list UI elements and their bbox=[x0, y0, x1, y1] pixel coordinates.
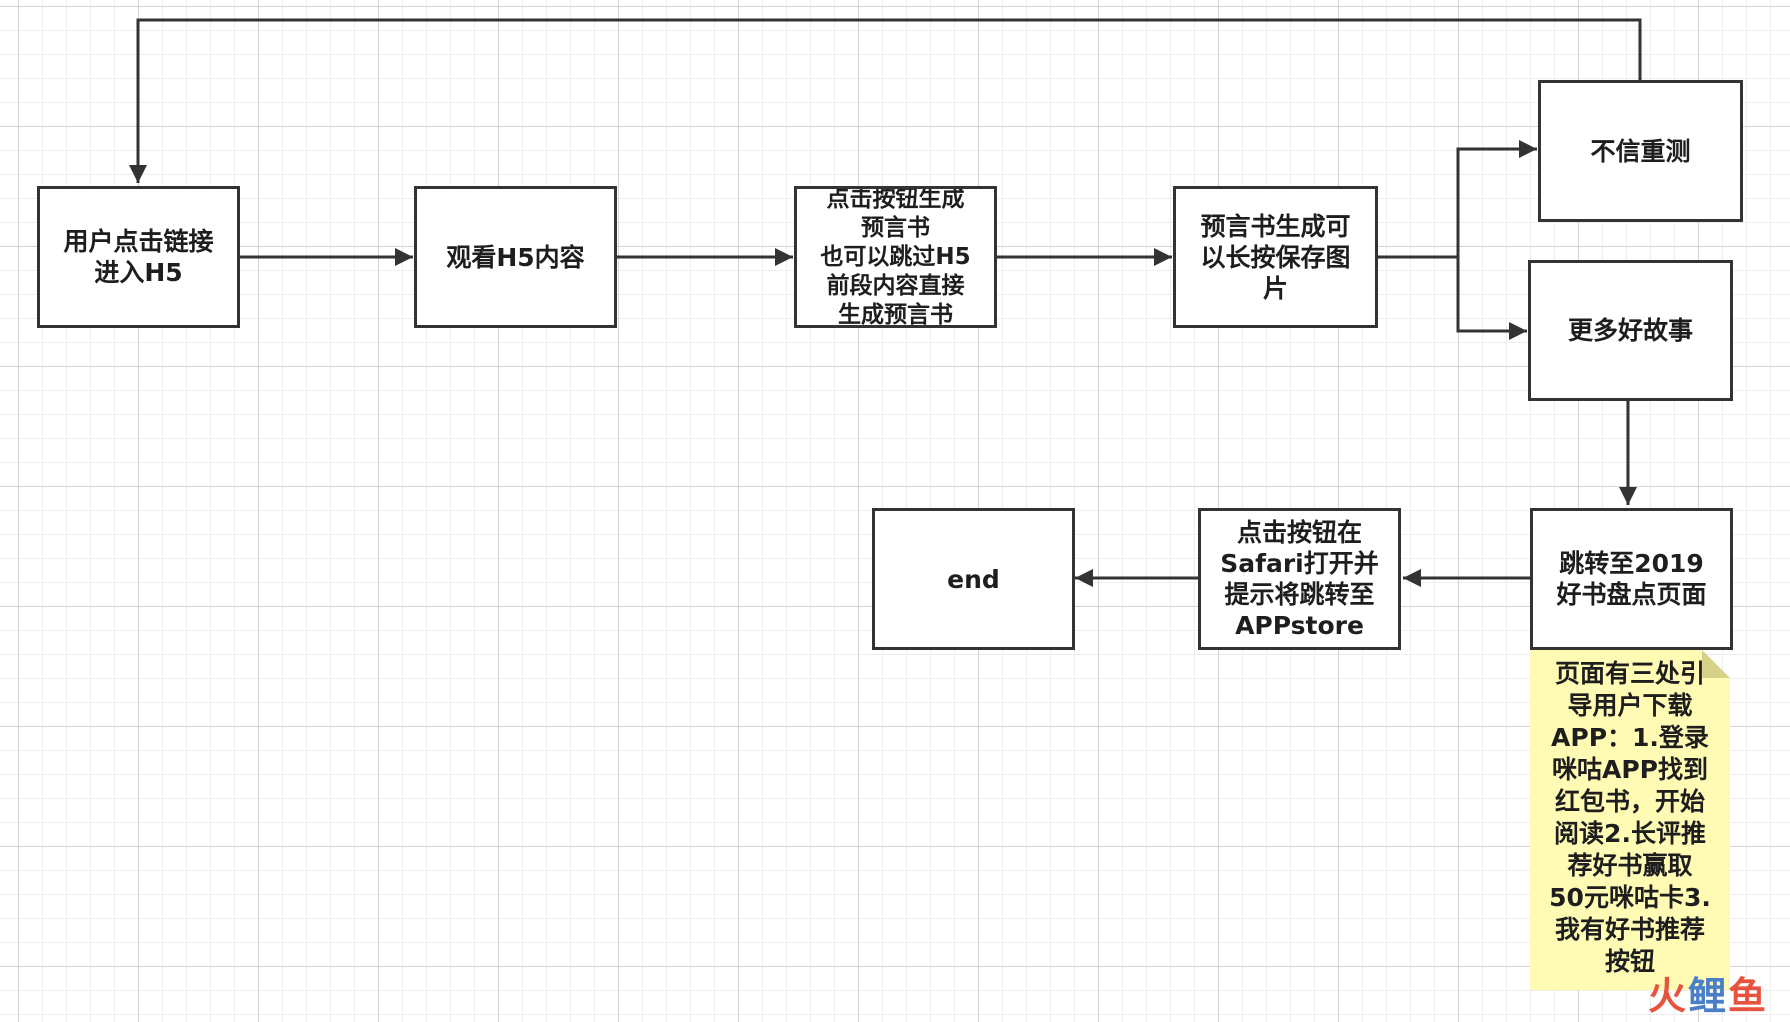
node-open-safari[interactable]: 点击按钮在 Safari打开并 提示将跳转至 APPstore bbox=[1198, 508, 1401, 650]
node-label: 跳转至2019 好书盘点页面 bbox=[1556, 549, 1707, 609]
node-user-click-link[interactable]: 用户点击链接 进入H5 bbox=[37, 186, 240, 328]
edge-loop-retest bbox=[129, 18, 1642, 183]
node-label: 预言书生成可 以长按保存图 片 bbox=[1200, 211, 1351, 303]
watermark-part: 鱼 bbox=[1727, 974, 1768, 1018]
node-book-review-page[interactable]: 跳转至2019 好书盘点页面 bbox=[1530, 508, 1733, 650]
sticky-note[interactable]: 页面有三处引 导用户下载 APP：1.登录 咪咕APP找到 红包书，开始 阅读2… bbox=[1530, 650, 1730, 990]
node-label: 用户点击链接 进入H5 bbox=[63, 227, 214, 287]
node-label: 更多好故事 bbox=[1567, 316, 1693, 345]
watermark-part: 火 bbox=[1647, 974, 1688, 1018]
node-label: 观看H5内容 bbox=[446, 242, 585, 272]
node-label: 点击按钮生成 预言书 也可以跳过H5 前段内容直接 生成预言书 bbox=[820, 186, 971, 328]
note-text: 页面有三处引 导用户下载 APP：1.登录 咪咕APP找到 红包书，开始 阅读2… bbox=[1549, 659, 1711, 976]
node-label: 不信重测 bbox=[1590, 136, 1691, 166]
node-end[interactable]: end bbox=[872, 508, 1075, 650]
node-more-stories[interactable]: 更多好故事 bbox=[1528, 260, 1733, 401]
node-label: end bbox=[947, 564, 1000, 594]
edge-branch-n6 bbox=[1456, 257, 1527, 340]
watermark-part: 鲤 bbox=[1687, 974, 1728, 1018]
node-label: 点击按钮在 Safari打开并 提示将跳转至 APPstore bbox=[1220, 518, 1379, 640]
node-save-image[interactable]: 预言书生成可 以长按保存图 片 bbox=[1173, 186, 1378, 328]
node-generate-prophecy[interactable]: 点击按钮生成 预言书 也可以跳过H5 前段内容直接 生成预言书 bbox=[794, 186, 997, 328]
node-watch-h5[interactable]: 观看H5内容 bbox=[414, 186, 617, 328]
node-retest[interactable]: 不信重测 bbox=[1538, 80, 1743, 222]
edge-branch-n5 bbox=[1456, 140, 1537, 257]
watermark-logo: 火鲤鱼 bbox=[1648, 965, 1768, 1020]
